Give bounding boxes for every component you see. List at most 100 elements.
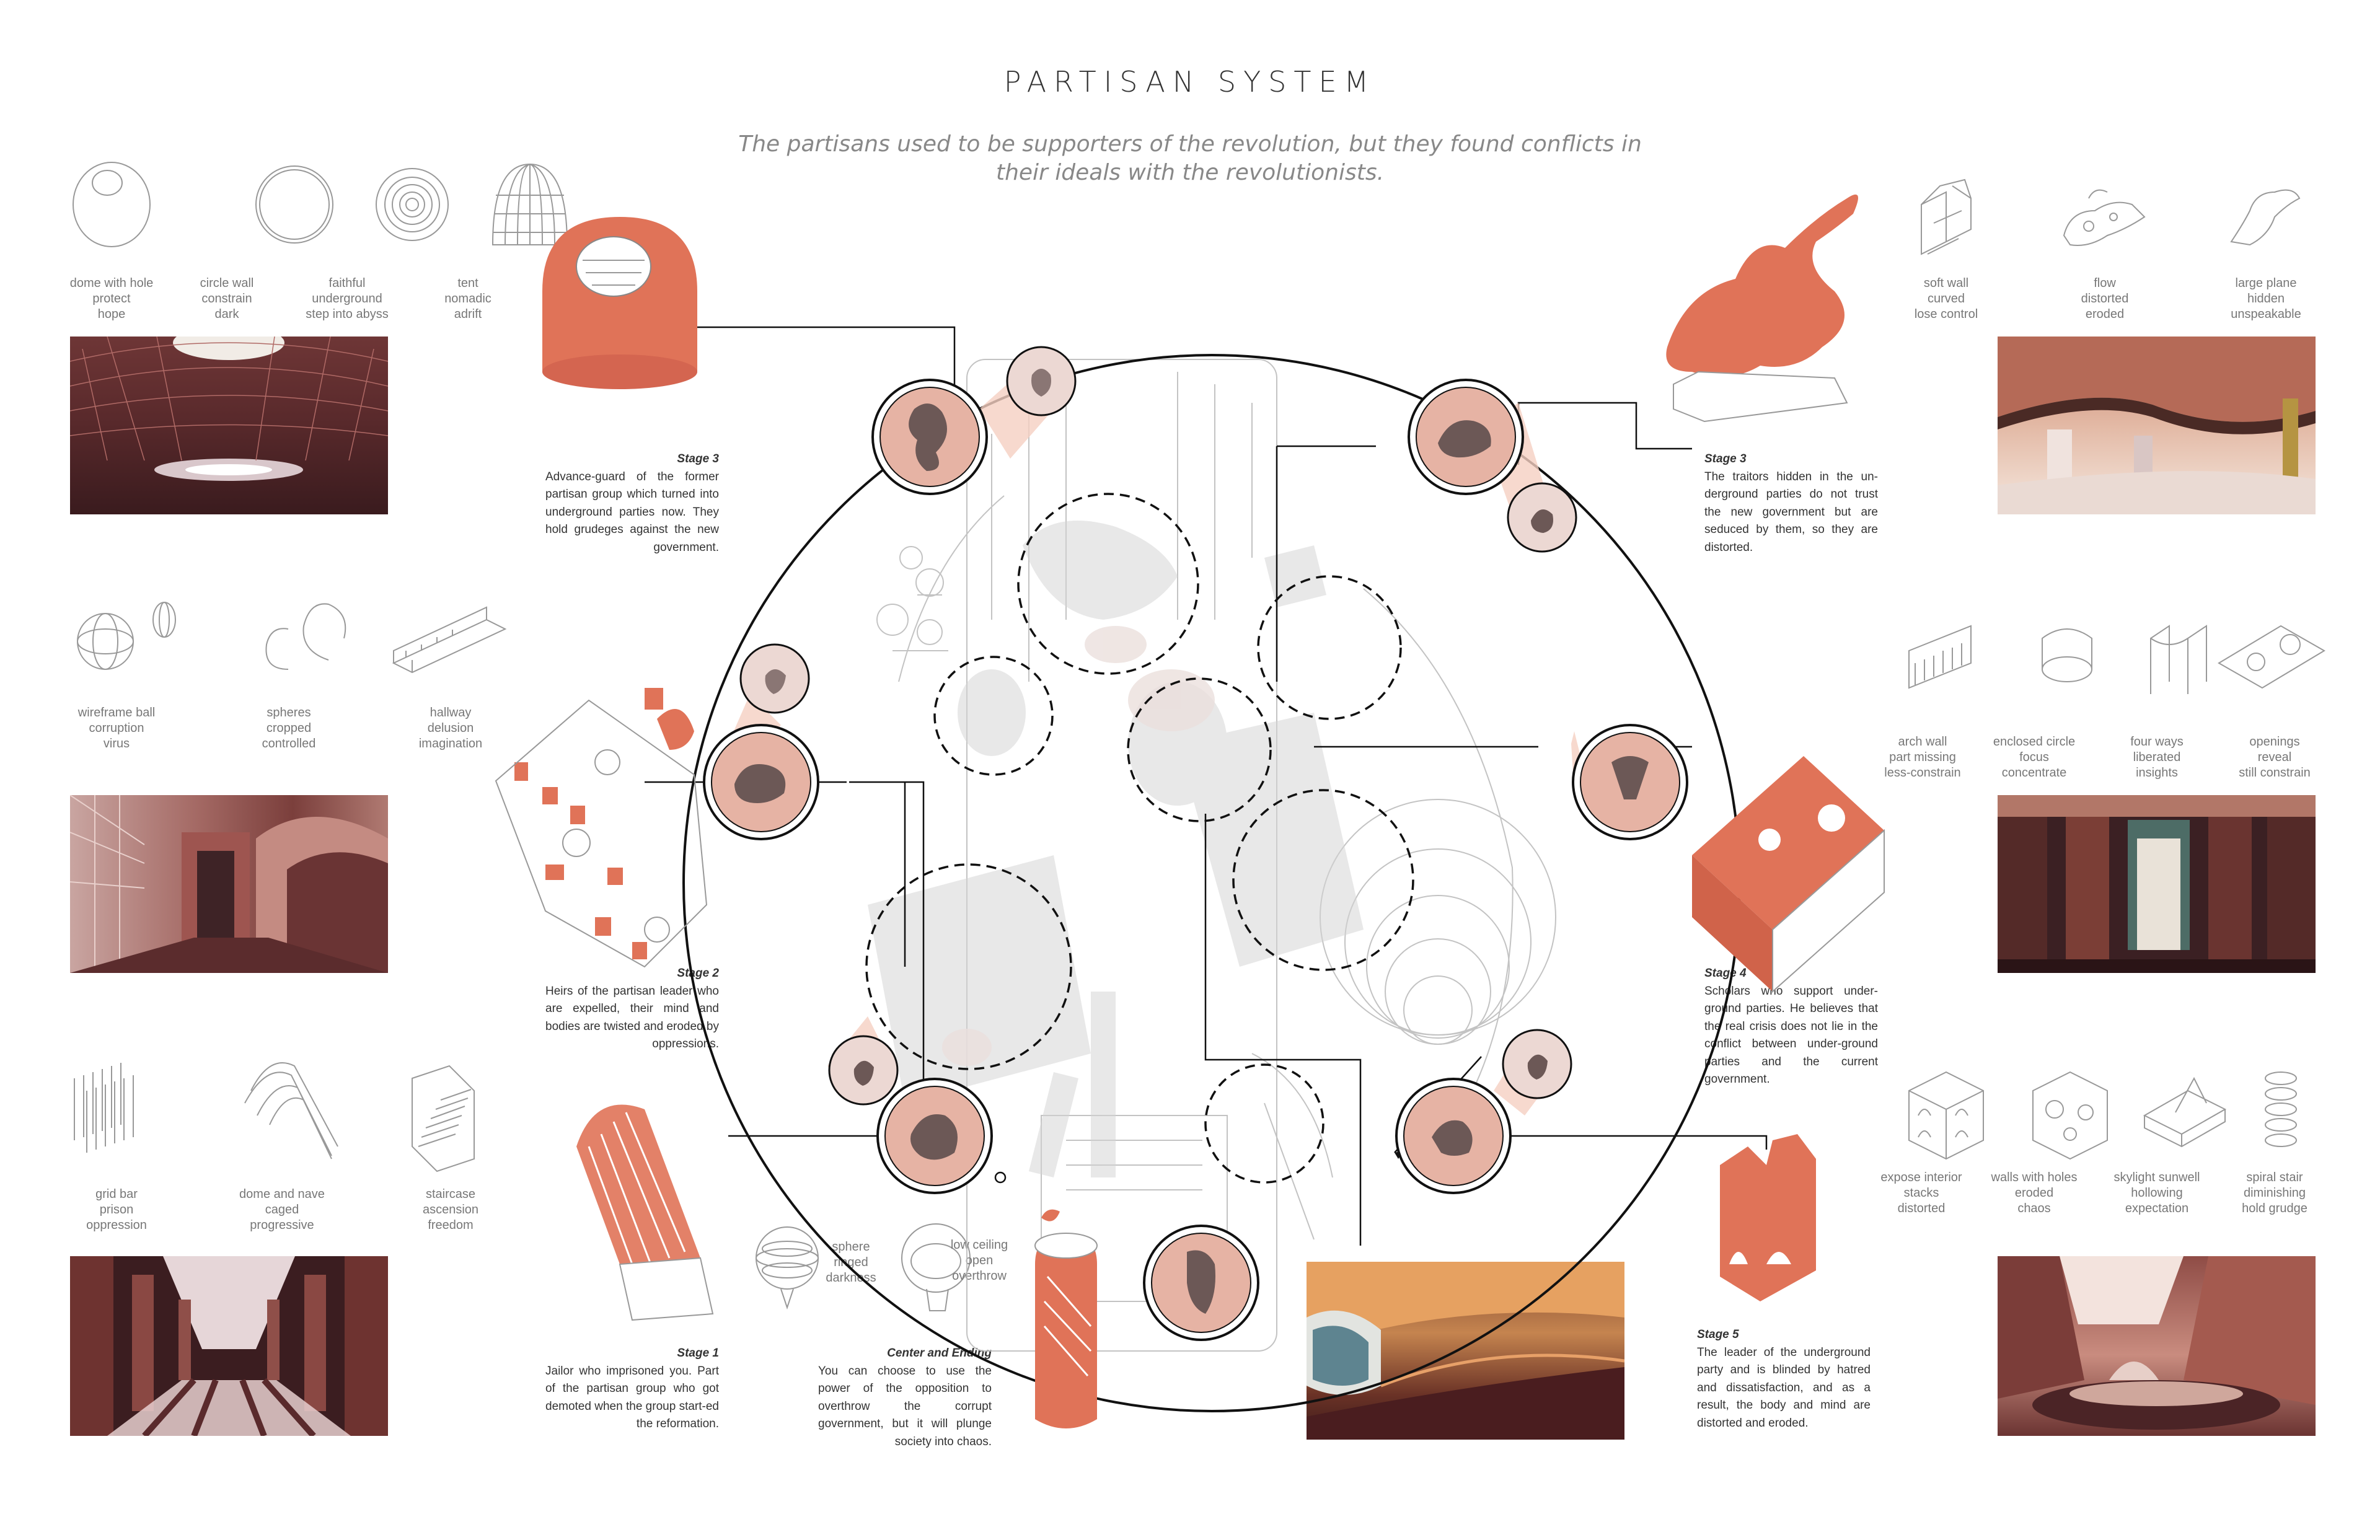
caption-circle-wall: circle wall constrain dark [200,276,254,321]
stage-right-top-text: The traitors hidden in the un-derground … [1704,470,1878,554]
stage-left-mid-text: Heirs of the partisan leader who are exp… [545,984,719,1051]
object-cells-orange [495,688,708,968]
node-right-mid[interactable] [1572,724,1688,840]
stage-left-bot: Stage 1 Jailor who imprisoned you. Part … [545,1345,719,1433]
caption-dome-with-hole: dome with hole protect hope [69,276,154,321]
stage-left-bot-text: Jailor who imprisoned you. Part of the p… [545,1364,719,1431]
subtitle-line-1: The partisans used to be supporters of t… [738,131,1642,157]
walls-with-holes-icon [2032,1071,2108,1160]
render-four-ways [1998,795,2316,973]
node-left-mid[interactable] [703,724,819,840]
stage-nodes [703,379,1688,1341]
caption-openings: openings reveal still constrain [2239,735,2311,780]
caption-spiral-stair: spiral stair diminishing hold grudge [2242,1171,2307,1215]
caption-low-ceiling: low ceiling open overthrow [950,1238,1008,1283]
creature-small-icon [1031,369,1051,397]
caption-soft-wall: soft wall curved lose control [1914,276,1978,321]
left-icons-row2-graphics [77,602,507,674]
satellite-left-top [1006,346,1077,416]
skylight-sunwell-icon [2143,1076,2227,1148]
stage-right-mid: Stage 4 Scholars who support under-groun… [1704,965,1878,1089]
caption-large-plane: large plane hidden unspeakable [2231,276,2301,321]
creature-figure-icon [1187,1250,1215,1314]
center-icons-graphics [756,1223,971,1311]
object-walls-holes-orange [1720,1134,1816,1301]
node-left-bot[interactable] [876,1078,993,1194]
flow-icon [2063,189,2146,246]
wireframe-ball-icon [77,602,176,670]
page-subtitle: The partisans used to be supporters of t… [682,130,1698,187]
satellite-right-top [1507,482,1577,553]
caption-spheres: spheres cropped controlled [262,706,316,750]
render-expose-interior [1998,1256,2316,1436]
left-icons-row1-graphics [73,162,568,247]
central-architecture-drawing [868,359,1556,1352]
staircase-icon [412,1065,475,1173]
satellite-left-bot [828,1035,899,1106]
render-dome-interior [70,337,388,514]
caption-tent: tent nomadic adrift [444,276,491,321]
enclosed-circle-icon [2042,628,2092,682]
caption-wireframe-ball: wireframe ball corruption virus [77,706,156,750]
caption-flow: flow distorted eroded [2081,276,2129,321]
stage-left-top-text: Advance-guard of the former partisan gro… [545,470,719,554]
dashed-zones [865,493,1414,1184]
arch-wall-icon [1908,625,1972,689]
creature-figure-icon [910,1114,958,1160]
soft-wall-icon [1921,178,1972,255]
stage-left-top: Stage 3 Advance-guard of the former part… [545,451,719,557]
stage-right-top: Stage 3 The traitors hidden in the un-de… [1704,451,1878,557]
stage-right-bot-heading: Stage 5 [1697,1328,1739,1341]
large-plane-icon [2230,189,2301,246]
creature-figure-icon [1432,1120,1473,1156]
sphere-ringed-icon [756,1226,819,1310]
stage-right-bot: Stage 5 The leader of the underground pa… [1697,1326,1871,1432]
satellite-left-mid [739,643,810,714]
satellite-right-bot [1502,1029,1572,1099]
stage-center-text: You can choose to use the power of the o… [818,1364,992,1448]
node-right-bot[interactable] [1395,1078,1512,1194]
caption-enclosed-circle: enclosed circle focus concentrate [1993,735,2076,780]
node-center-bottom[interactable] [1143,1225,1259,1341]
dome-and-nave-icon [244,1062,338,1159]
render-hallway [70,795,388,973]
creature-small-icon [853,1060,874,1086]
object-blob-orange [1666,194,1858,423]
openings-icon [2218,625,2325,689]
object-nave-orange [576,1104,714,1321]
stage-right-mid-text: Scholars who support under-ground partie… [1704,984,1878,1086]
node-left-top[interactable] [871,379,988,495]
stage-right-mid-heading: Stage 4 [1704,967,1747,980]
render-prison-colonnade [70,1256,388,1436]
right-icons-row2-graphics [1908,625,2325,694]
stage-left-bot-heading: Stage 1 [677,1347,719,1360]
creature-small-icon [1531,509,1553,533]
spiral-stair-icon [2265,1071,2297,1147]
spheres-icon [265,603,346,670]
object-openings-orange [1692,756,1885,993]
hallway-icon [392,606,507,674]
connector-end-dot [994,1171,1007,1184]
stage-center: Center and Ending You can choose to use … [818,1345,992,1451]
expose-interior-icon [1908,1071,1984,1160]
right-icons-row1-graphics [1921,178,2301,255]
satellite-nodes [739,346,1577,1106]
node-right-top[interactable] [1408,379,1524,495]
creature-figure-icon [909,403,947,471]
four-ways-icon [2150,625,2207,694]
dome-with-hole-icon [73,162,151,247]
right-icons-row3-graphics [1908,1071,2297,1160]
render-soft-wall [1998,337,2316,514]
creature-small-icon [1527,1054,1548,1080]
tent-icon [491,163,568,245]
caption-walls-with-holes: walls with holes eroded chaos [1991,1171,2078,1215]
low-ceiling-icon [901,1223,971,1311]
grid-bar-icon [74,1063,134,1153]
caption-staircase: staircase ascension freedom [422,1187,479,1232]
subtitle-line-2: their ideals with the revolutionists. [995,160,1385,185]
caption-arch-wall: arch wall part missing less-constrain [1884,735,1961,780]
stage-right-bot-text: The leader of the underground party and … [1697,1345,1871,1430]
circle-wall-icon [255,165,333,244]
creature-figure-icon [1438,420,1491,458]
